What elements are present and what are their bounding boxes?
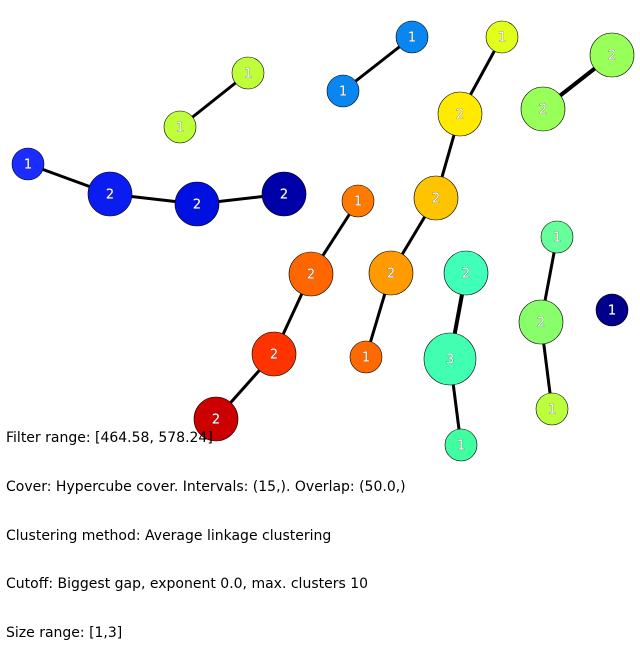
node-circle bbox=[395, 20, 429, 54]
graph-info-panel: Filter range: [464.58, 578.24] Cover: Hy… bbox=[6, 398, 406, 657]
graph-node: 2 bbox=[288, 251, 334, 297]
graph-node: 2 bbox=[413, 175, 459, 221]
node-size-label: 2 bbox=[456, 108, 464, 123]
node-circle bbox=[193, 396, 239, 442]
node-size-label: 1 bbox=[339, 85, 347, 100]
node-circle bbox=[326, 74, 360, 108]
cover-text: Cover: Hypercube cover. Intervals: (15,)… bbox=[6, 479, 406, 496]
node-circle bbox=[288, 251, 334, 297]
graph-node: 2 bbox=[589, 32, 635, 78]
graph-node: 1 bbox=[395, 20, 429, 54]
node-size-label: 3 bbox=[446, 353, 454, 368]
size-range-text: Size range: [1,3] bbox=[6, 624, 123, 641]
node-size-label: 1 bbox=[553, 231, 561, 246]
node-circle bbox=[595, 293, 629, 327]
graph-nodes: 1 1 1 2 2 2 1 1 1 2 2 2 1 2 2 2 2 1 2 1 2 1 3 1 2 1 bbox=[11, 20, 635, 462]
node-circle bbox=[251, 331, 297, 377]
node-size-label: 1 bbox=[244, 67, 252, 82]
graph-node: 1 bbox=[485, 20, 519, 54]
graph-node: 2 bbox=[251, 331, 297, 377]
node-circle bbox=[163, 110, 197, 144]
node-circle bbox=[413, 175, 459, 221]
graph-node: 1 bbox=[11, 147, 45, 181]
node-circle bbox=[535, 392, 569, 426]
graph-node: 1 bbox=[540, 220, 574, 254]
node-size-label: 1 bbox=[408, 31, 416, 46]
node-circle bbox=[368, 250, 414, 296]
node-circle bbox=[231, 56, 265, 90]
graph-node: 2 bbox=[87, 171, 133, 217]
node-circle bbox=[349, 340, 383, 374]
graph-node: 2 bbox=[368, 250, 414, 296]
graph-node: 1 bbox=[341, 184, 375, 218]
node-size-label: 1 bbox=[362, 351, 370, 366]
node-circle bbox=[11, 147, 45, 181]
clustering-method-text: Clustering method: Average linkage clust… bbox=[6, 527, 332, 544]
node-circle bbox=[261, 171, 307, 217]
graph-node: 1 bbox=[444, 428, 478, 462]
node-size-label: 2 bbox=[307, 268, 315, 283]
graph-node: 1 bbox=[163, 110, 197, 144]
node-size-label: 2 bbox=[212, 413, 220, 428]
node-size-label: 2 bbox=[270, 348, 278, 363]
mapper-graph: 1 1 1 2 2 2 1 1 1 2 2 2 1 2 2 2 2 1 2 1 2 1 3 1 2 1 bbox=[11, 20, 635, 462]
graph-node: 2 bbox=[437, 91, 483, 137]
node-size-label: 1 bbox=[608, 304, 616, 319]
node-circle bbox=[174, 181, 220, 227]
graph-node: 2 bbox=[518, 299, 564, 345]
node-size-label: 1 bbox=[457, 439, 465, 454]
graph-node: 2 bbox=[443, 250, 489, 296]
node-circle bbox=[437, 91, 483, 137]
node-circle bbox=[341, 184, 375, 218]
node-size-label: 2 bbox=[432, 192, 440, 207]
graph-node: 1 bbox=[595, 293, 629, 327]
node-size-label: 1 bbox=[498, 31, 506, 46]
node-circle bbox=[589, 32, 635, 78]
node-circle bbox=[443, 250, 489, 296]
graph-node: 1 bbox=[535, 392, 569, 426]
node-size-label: 2 bbox=[608, 49, 616, 64]
graph-node: 3 bbox=[423, 332, 477, 386]
filter-range-text: Filter range: [464.58, 578.24] bbox=[6, 430, 213, 447]
graph-node: 2 bbox=[174, 181, 220, 227]
node-circle bbox=[520, 86, 566, 132]
node-size-label: 1 bbox=[548, 403, 556, 418]
node-size-label: 2 bbox=[387, 267, 395, 282]
node-size-label: 2 bbox=[193, 198, 201, 213]
node-circle bbox=[518, 299, 564, 345]
node-circle bbox=[87, 171, 133, 217]
node-size-label: 2 bbox=[462, 267, 470, 282]
node-size-label: 2 bbox=[539, 103, 547, 118]
graph-node: 1 bbox=[231, 56, 265, 90]
node-circle bbox=[423, 332, 477, 386]
node-circle bbox=[540, 220, 574, 254]
node-circle bbox=[444, 428, 478, 462]
graph-node: 2 bbox=[193, 396, 239, 442]
cutoff-text: Cutoff: Biggest gap, exponent 0.0, max. … bbox=[6, 576, 369, 593]
node-circle bbox=[485, 20, 519, 54]
node-size-label: 2 bbox=[280, 188, 288, 203]
node-size-label: 1 bbox=[24, 158, 32, 173]
graph-node: 1 bbox=[349, 340, 383, 374]
node-size-label: 2 bbox=[537, 316, 545, 331]
graph-node: 2 bbox=[520, 86, 566, 132]
graph-node: 2 bbox=[261, 171, 307, 217]
node-size-label: 1 bbox=[354, 195, 362, 210]
node-size-label: 1 bbox=[176, 121, 184, 136]
graph-node: 1 bbox=[326, 74, 360, 108]
node-size-label: 2 bbox=[106, 188, 114, 203]
